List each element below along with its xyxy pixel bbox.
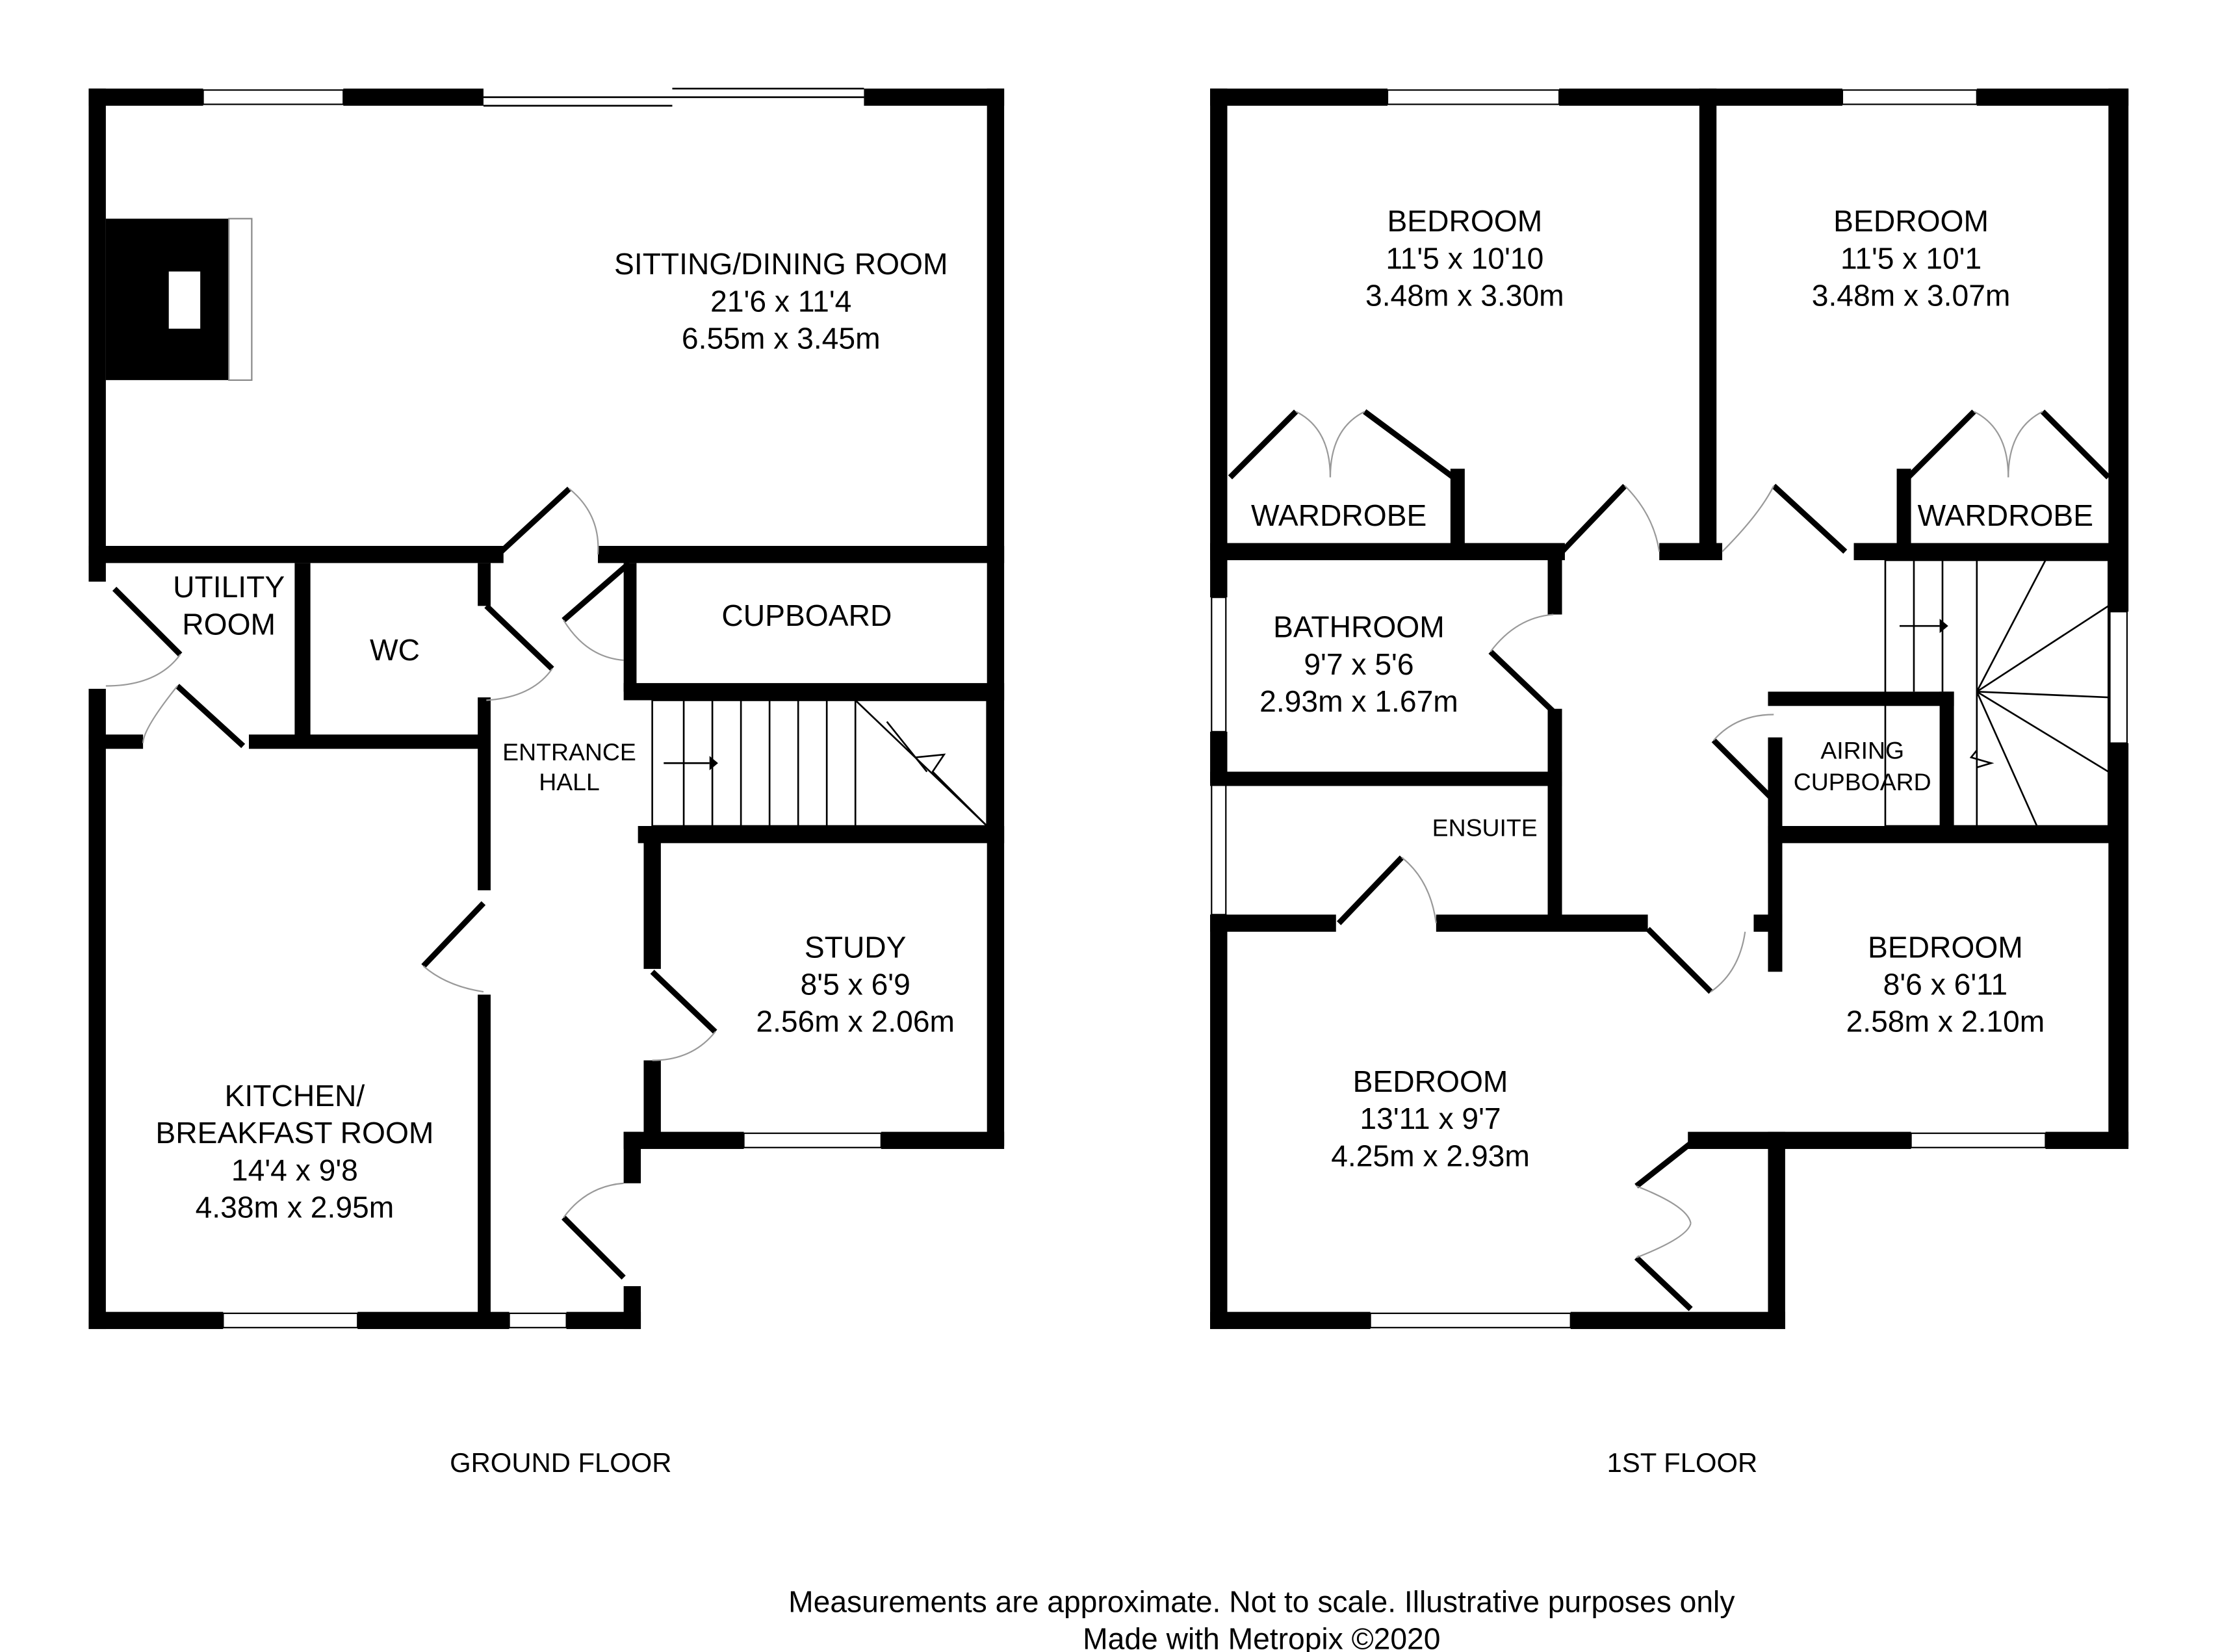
window [743,1132,882,1148]
room-label-ensuite: ENSUITE [1432,814,1538,841]
window [1910,1132,2046,1148]
window [222,1312,359,1328]
first-floor-plan: BEDROOM 11'5 x 10'10 3.48m x 3.30m BEDRO… [1210,88,2129,1478]
ground-floor-plan: SITTING/DINING ROOM 21'6 x 11'4 6.55m x … [88,88,1005,1478]
room-label-bedroom: BEDROOM [1868,930,2023,964]
room-label-study: STUDY [805,930,907,964]
window [1841,89,1978,105]
room-dim-imperial: 13'11 x 9'7 [1360,1102,1501,1135]
room-label-kitchen-2: BREAKFAST ROOM [155,1116,433,1150]
credit-text: Made with Metropix ©2020 [1083,1622,1440,1652]
window [2109,611,2128,744]
room-dim-imperial: 8'6 x 6'11 [1883,967,2007,1001]
window [508,1312,567,1328]
room-dim-imperial: 8'5 x 6'9 [801,967,910,1001]
room-dim-imperial: 21'6 x 11'4 [710,284,851,318]
window [1211,782,1227,916]
room-label-hall-2: HALL [539,768,600,795]
floor-label-first: 1ST FLOOR [1607,1447,1758,1478]
room-dim-metric: 6.55m x 3.45m [682,322,881,355]
window [1211,597,1227,732]
room-dim-imperial: 11'5 x 10'1 [1840,241,1981,275]
room-dim-imperial: 11'5 x 10'10 [1386,241,1543,275]
staircase [651,699,988,827]
room-dim-imperial: 14'4 x 9'8 [231,1153,358,1187]
room-label-utility-2: ROOM [182,607,276,641]
room-label-bedroom: BEDROOM [1387,204,1542,238]
room-label-cupboard: CUPBOARD [721,599,892,632]
window [1386,89,1560,105]
room-dim-metric: 4.25m x 2.93m [1331,1139,1530,1172]
room-dim-metric: 2.56m x 2.06m [756,1005,955,1039]
room-label-wardrobe: WARDROBE [1918,498,2093,532]
room-dim-metric: 2.58m x 2.10m [1846,1005,2045,1039]
window [1369,1312,1571,1328]
floor-label-ground: GROUND FLOOR [450,1447,671,1478]
room-label-sitting: SITTING/DINING ROOM [614,247,948,281]
room-label-airing-1: AIRING [1820,737,1904,764]
room-label-hall-1: ENTRANCE [502,738,636,766]
room-dim-metric: 3.48m x 3.07m [1812,279,2011,313]
room-label-wardrobe: WARDROBE [1251,498,1426,532]
room-dim-metric: 3.48m x 3.30m [1365,279,1564,313]
room-label-wc: WC [370,633,420,667]
staircase [1884,559,2110,827]
window [202,89,344,105]
room-label-airing-2: CUPBOARD [1794,768,1931,795]
room-label-bedroom: BEDROOM [1833,204,1989,238]
room-dim-imperial: 9'7 x 5'6 [1304,647,1413,681]
room-label-kitchen-1: KITCHEN/ [225,1079,365,1113]
wardrobe-doors [1228,409,2111,1311]
fireplace-icon [105,218,253,381]
room-dim-metric: 2.93m x 1.67m [1259,684,1458,718]
disclaimer-text: Measurements are approximate. Not to sca… [788,1584,1735,1618]
room-label-utility-1: UTILITY [173,570,285,604]
room-label-bathroom: BATHROOM [1273,610,1445,644]
room-label-bedroom: BEDROOM [1353,1065,1508,1098]
room-dim-metric: 4.38m x 2.95m [196,1191,394,1224]
